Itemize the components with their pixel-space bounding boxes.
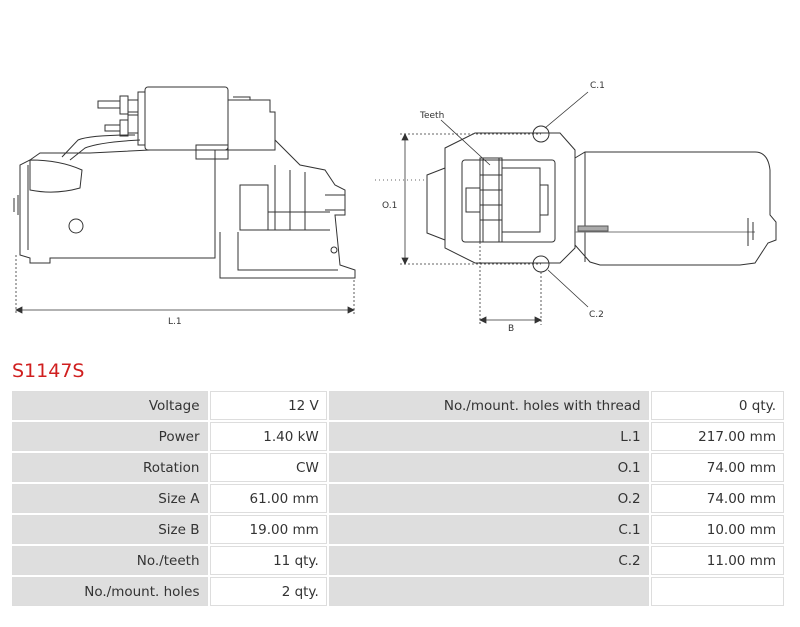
specs-table: Voltage 12 V No./mount. holes with threa…	[10, 389, 786, 608]
spec-label: Power	[12, 422, 208, 451]
table-row: Power 1.40 kW L.1 217.00 mm	[12, 422, 784, 451]
spec-label: Rotation	[12, 453, 208, 482]
table-row: Size A 61.00 mm O.2 74.00 mm	[12, 484, 784, 513]
spec-label: L.1	[328, 422, 649, 451]
label-l1: L.1	[168, 317, 182, 327]
spec-value: 74.00 mm	[650, 484, 784, 513]
spec-label: No./mount. holes with thread	[328, 391, 649, 420]
dimension-o1	[375, 133, 541, 265]
label-o1: O.1	[382, 201, 397, 211]
label-c2: C.2	[589, 310, 604, 320]
spec-value: 11 qty.	[209, 546, 327, 575]
spec-label: C.2	[328, 546, 649, 575]
starter-front-view	[426, 125, 777, 273]
dimension-l1	[15, 255, 355, 315]
spec-label: Voltage	[12, 391, 208, 420]
table-row: No./mount. holes 2 qty.	[12, 577, 784, 606]
spec-value: 74.00 mm	[650, 453, 784, 482]
table-row: Voltage 12 V No./mount. holes with threa…	[12, 391, 784, 420]
leader-lines	[440, 91, 589, 308]
spec-value: 11.00 mm	[650, 546, 784, 575]
spec-label-empty	[328, 577, 649, 606]
spec-value: 61.00 mm	[209, 484, 327, 513]
spec-label: Size B	[12, 515, 208, 544]
table-row: Size B 19.00 mm C.1 10.00 mm	[12, 515, 784, 544]
technical-drawing: Teeth C.1 C.2 O.1 B L.1	[13, 81, 777, 334]
spec-value: 10.00 mm	[650, 515, 784, 544]
spec-label: Size A	[12, 484, 208, 513]
table-row: Rotation CW O.1 74.00 mm	[12, 453, 784, 482]
label-teeth: Teeth	[419, 111, 444, 121]
spec-value: 12 V	[209, 391, 327, 420]
spec-label: C.1	[328, 515, 649, 544]
table-row: No./teeth 11 qty. C.2 11.00 mm	[12, 546, 784, 575]
label-b: B	[508, 324, 514, 334]
part-number-title: S1147S	[12, 360, 85, 382]
spec-value: 1.40 kW	[209, 422, 327, 451]
spec-label: No./mount. holes	[12, 577, 208, 606]
spec-value: 217.00 mm	[650, 422, 784, 451]
spec-label: O.1	[328, 453, 649, 482]
starter-side-view	[13, 86, 356, 279]
spec-value: 19.00 mm	[209, 515, 327, 544]
spec-value-empty	[650, 577, 784, 606]
dimension-b	[479, 242, 542, 325]
spec-label: O.2	[328, 484, 649, 513]
label-c1: C.1	[590, 81, 605, 91]
spec-value: CW	[209, 453, 327, 482]
spec-label: No./teeth	[12, 546, 208, 575]
spec-value: 0 qty.	[650, 391, 784, 420]
spec-value: 2 qty.	[209, 577, 327, 606]
